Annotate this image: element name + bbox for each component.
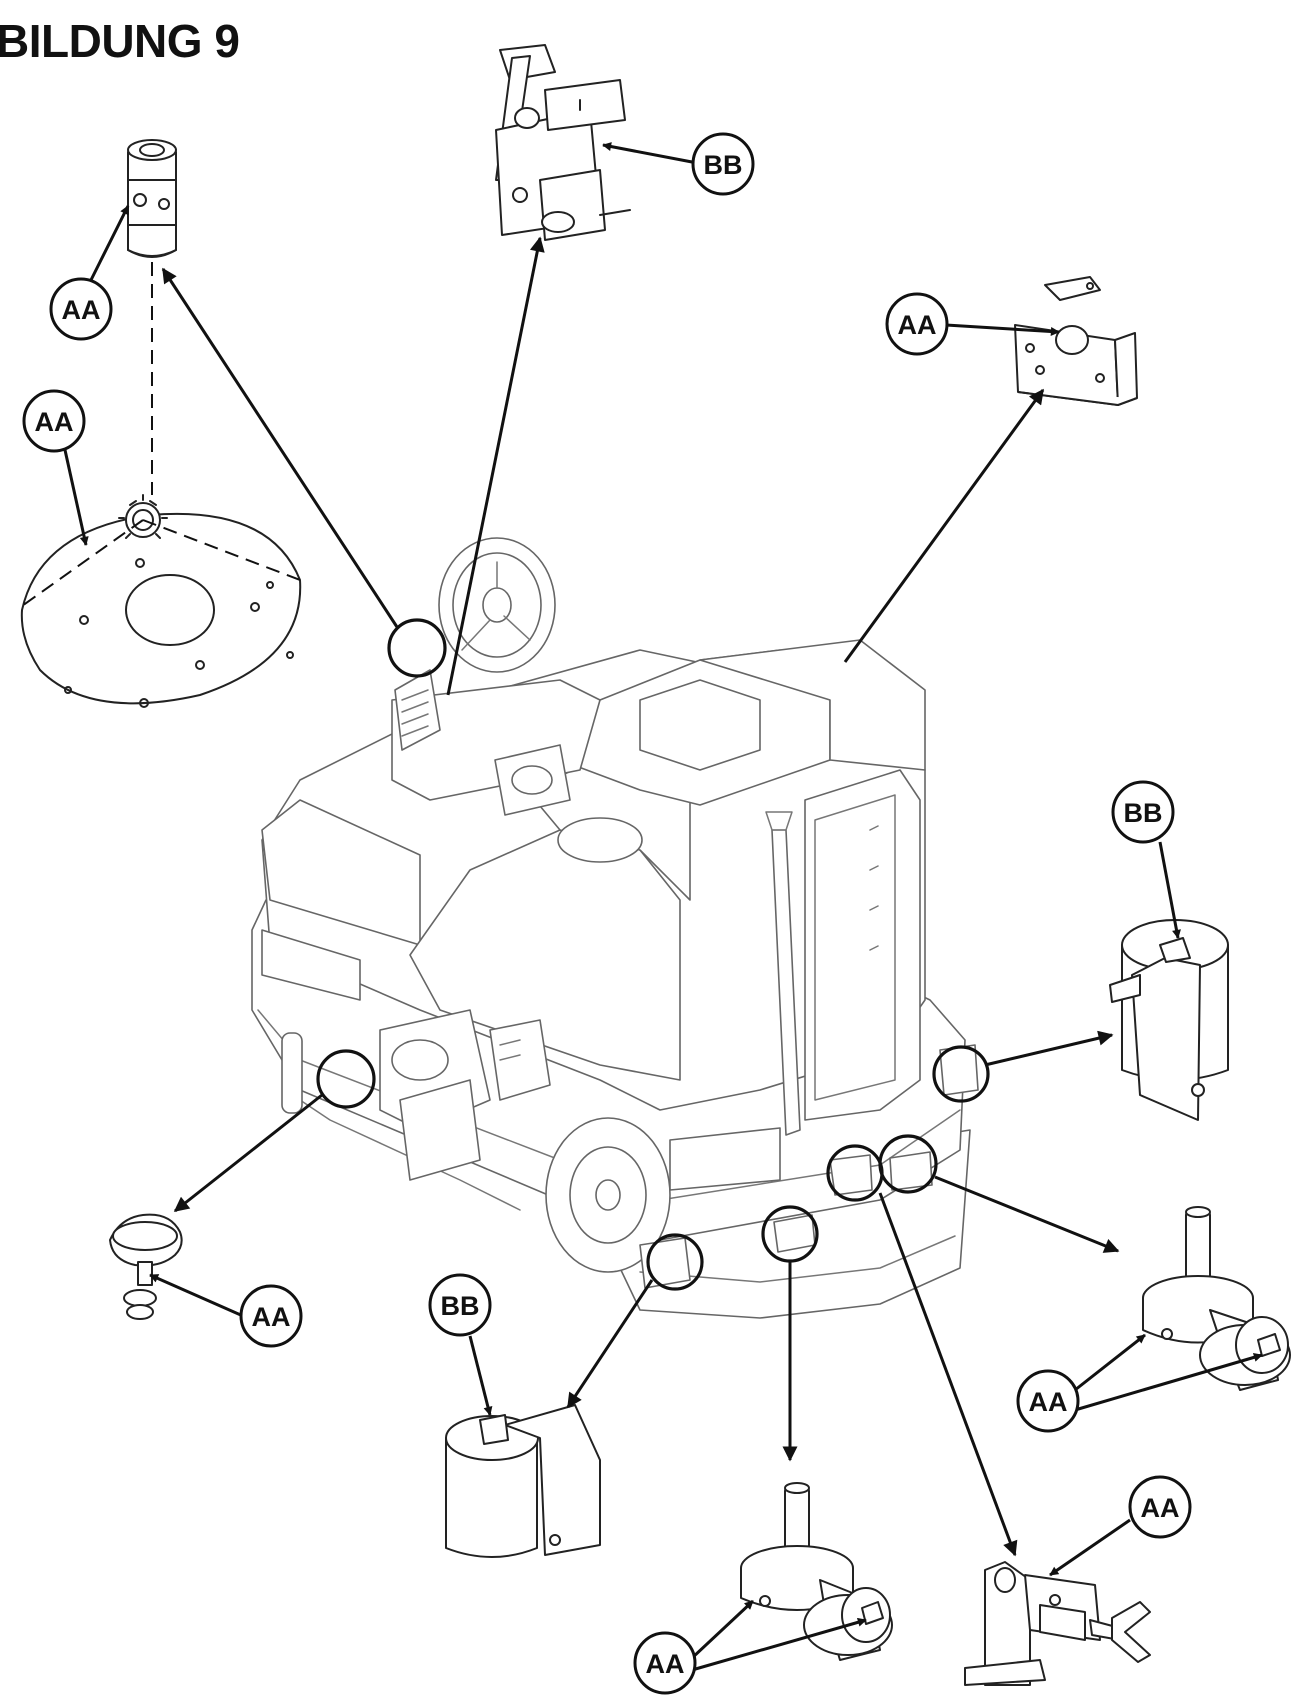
callout-label: BB bbox=[441, 1291, 480, 1321]
callout-label: BB bbox=[704, 150, 743, 180]
knob-marker-circle bbox=[316, 1049, 376, 1109]
right-roller-assembly bbox=[1109, 919, 1229, 1121]
callout-label: AA bbox=[1029, 1387, 1068, 1417]
callout-label: AA bbox=[62, 295, 101, 325]
callout-label: BB bbox=[1124, 798, 1163, 828]
callout-label: AA bbox=[646, 1649, 685, 1679]
universal-joint-coupler bbox=[127, 139, 177, 258]
pad-driver-plate bbox=[20, 262, 302, 708]
figure-title: BILDUNG 9 bbox=[0, 15, 240, 67]
pedal-linkage-assembly bbox=[495, 44, 631, 241]
callout-aa-latch: AA bbox=[1128, 1475, 1192, 1539]
latch-bracket bbox=[1014, 276, 1138, 406]
callout-aa-coupler: AA bbox=[49, 277, 113, 341]
callout-bb-bottom-roller: BB bbox=[428, 1273, 492, 1337]
adjustment-knob bbox=[109, 1213, 183, 1320]
callout-bb-pedal-linkage: BB bbox=[691, 132, 755, 196]
callout-aa-right-caster: AA bbox=[1016, 1369, 1080, 1433]
callout-label: AA bbox=[35, 407, 74, 437]
callout-label: AA bbox=[1141, 1493, 1180, 1523]
leader-arrows bbox=[63, 142, 1263, 1672]
callout-aa-pad-driver: AA bbox=[22, 389, 86, 453]
front-roller-marker-circle bbox=[646, 1233, 704, 1291]
side-roller-marker-circle bbox=[932, 1045, 990, 1103]
callout-bb-right-roller: BB bbox=[1111, 780, 1175, 844]
bottom-swivel-caster bbox=[740, 1482, 893, 1661]
right-swivel-caster bbox=[1142, 1206, 1291, 1391]
floor-scrubber-machine bbox=[251, 537, 979, 1319]
callout-label: AA bbox=[898, 310, 937, 340]
bottom-roller-assembly bbox=[445, 1404, 601, 1558]
callout-aa-bottom-caster: AA bbox=[633, 1631, 697, 1695]
squeegee-latch-assembly bbox=[964, 1561, 1151, 1686]
callout-label: AA bbox=[252, 1302, 291, 1332]
right-caster-marker-circle bbox=[878, 1134, 938, 1194]
callout-aa-bracket: AA bbox=[885, 292, 949, 356]
callout-aa-knob: AA bbox=[239, 1284, 303, 1348]
coupler-marker-circle bbox=[387, 618, 447, 678]
